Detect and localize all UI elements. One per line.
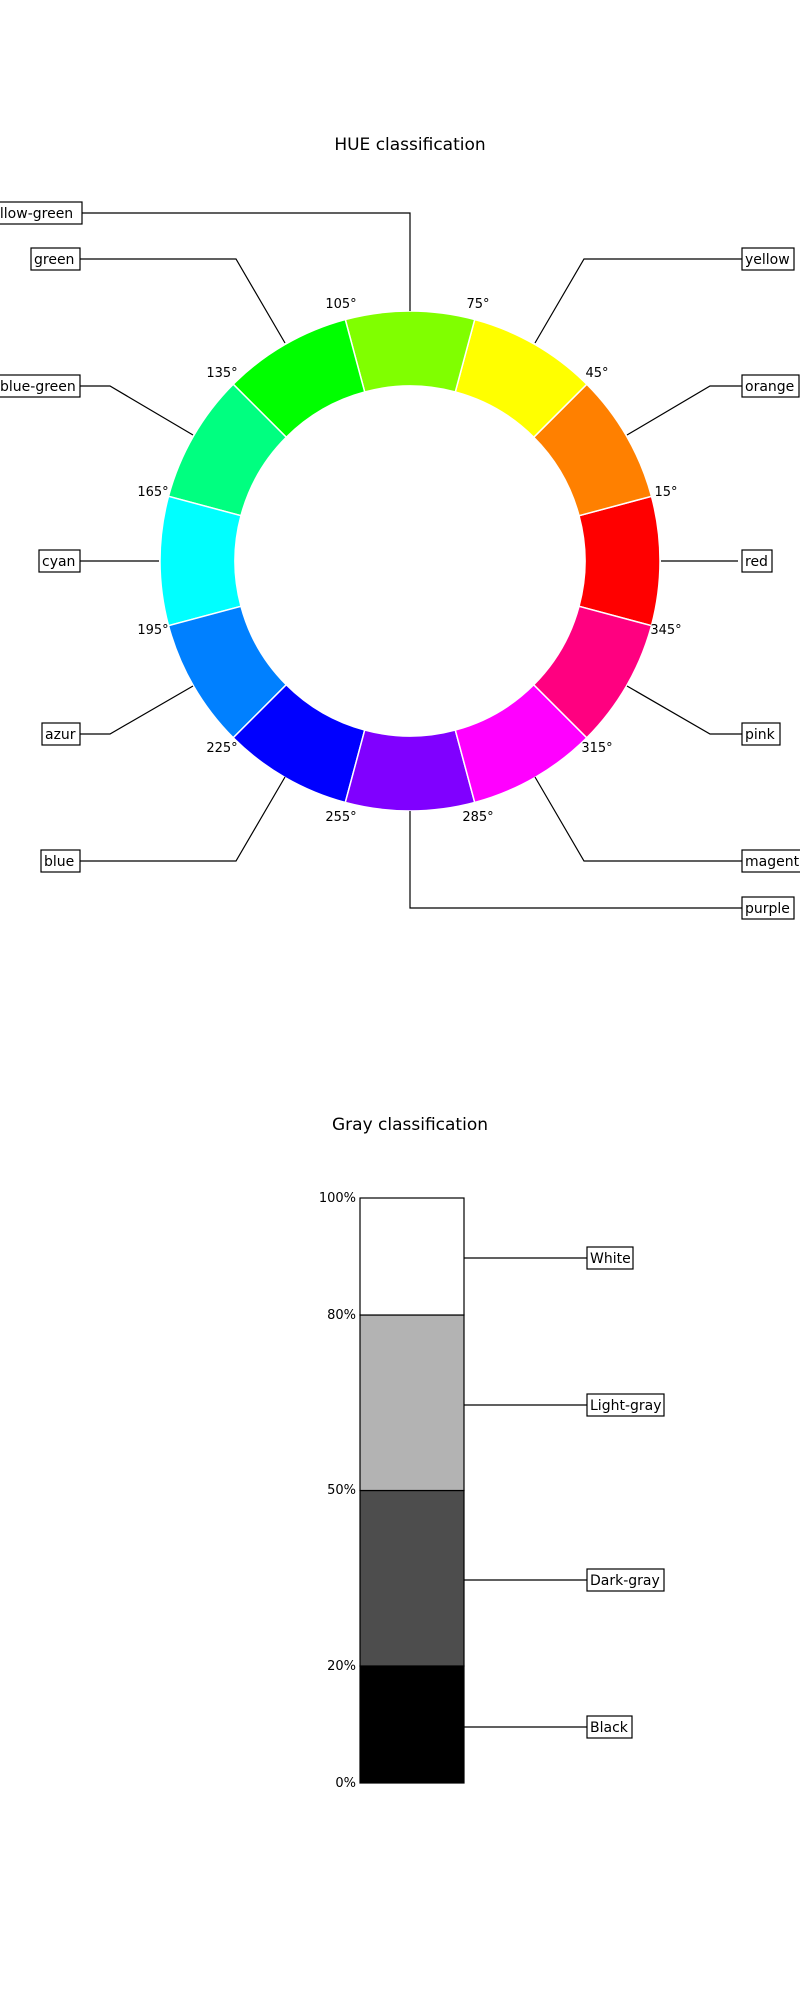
svg-text:orange: orange: [745, 379, 794, 395]
label-light-gray: Light-gray: [586, 1393, 665, 1417]
label-cyan: cyan: [38, 549, 81, 573]
hue-segment-yellow-green: [344, 310, 476, 393]
svg-text:red: red: [745, 554, 768, 570]
leader-blue: [80, 776, 286, 862]
label-yellow: yellow: [741, 247, 795, 271]
label-azur: azur: [41, 722, 81, 746]
svg-text:blue: blue: [44, 854, 74, 870]
leader-azur: [80, 685, 194, 735]
boundary-label: 195°: [137, 623, 168, 638]
svg-text:yellow-green: yellow-green: [0, 206, 73, 222]
boundary-label: 165°: [137, 485, 168, 500]
boundary-label: 255°: [325, 810, 356, 825]
hue-leader-lines: [80, 212, 742, 909]
hue-segment-purple: [344, 729, 476, 812]
gray-tick-label: 80%: [327, 1308, 356, 1323]
hue-segment-red: [578, 495, 661, 627]
label-yellow-green: yellow-green: [0, 201, 83, 225]
boundary-label: 345°: [650, 623, 681, 638]
svg-text:cyan: cyan: [42, 554, 75, 570]
gray-leader-lines: [464, 1257, 587, 1728]
gray-band-labels: Black Dark-gray Light-gray White: [586, 1246, 665, 1739]
svg-text:magenta: magenta: [745, 854, 800, 870]
label-pink: pink: [741, 722, 781, 746]
label-blue: blue: [40, 849, 81, 873]
leader-yellow: [534, 258, 742, 344]
label-red: red: [741, 549, 773, 573]
leader-orange: [626, 385, 742, 436]
hue-boundary-labels: 15° 45° 75° 105° 135° 165° 195° 225° 255…: [137, 297, 681, 825]
label-magenta: magenta: [741, 849, 800, 873]
gray-band-black: [359, 1665, 465, 1784]
gray-band-dark-gray: [359, 1489, 465, 1667]
gray-tick-label: 20%: [327, 1659, 356, 1674]
gray-tick-label: 0%: [335, 1776, 356, 1791]
leader-magenta: [534, 776, 742, 862]
hue-segment-pink: [532, 605, 653, 739]
hue-chart-title: HUE classification: [334, 135, 485, 155]
svg-text:purple: purple: [745, 901, 790, 917]
svg-text:yellow: yellow: [745, 252, 790, 268]
hue-name-labels: red orange yellow yellow-green green blu…: [0, 201, 800, 920]
hue-ring: [159, 310, 661, 812]
leader-yellow-green: [82, 212, 411, 311]
boundary-label: 75°: [466, 297, 489, 312]
boundary-label: 315°: [581, 741, 612, 756]
boundary-label: 225°: [206, 741, 237, 756]
label-green: green: [30, 247, 81, 271]
boundary-label: 15°: [654, 485, 677, 500]
svg-text:pink: pink: [745, 727, 776, 743]
gray-tick-label: 100%: [319, 1191, 356, 1206]
gray-tick-label: 50%: [327, 1483, 356, 1498]
svg-text:blue-green: blue-green: [0, 379, 76, 395]
gray-bar: [359, 1197, 465, 1784]
gray-chart-title: Gray classification: [332, 1115, 488, 1135]
svg-text:Dark-gray: Dark-gray: [590, 1573, 660, 1589]
label-dark-gray: Dark-gray: [586, 1568, 665, 1592]
svg-text:White: White: [590, 1251, 631, 1267]
hue-segment-cyan: [159, 495, 242, 627]
label-blue-green: blue-green: [0, 374, 81, 398]
leader-green: [80, 258, 286, 344]
svg-text:green: green: [34, 252, 74, 268]
boundary-label: 285°: [462, 810, 493, 825]
label-black: Black: [586, 1715, 633, 1739]
label-purple: purple: [741, 896, 795, 920]
boundary-label: 135°: [206, 366, 237, 381]
leader-blue-green: [80, 385, 194, 436]
hue-chart: HUE classification 15° 45° 75° 105° 135°…: [0, 135, 800, 920]
svg-text:azur: azur: [45, 727, 76, 743]
boundary-label: 45°: [585, 366, 608, 381]
gray-ticks: 0% 20% 50% 80% 100%: [319, 1191, 356, 1791]
leader-pink: [626, 685, 742, 735]
svg-text:Black: Black: [590, 1720, 629, 1736]
gray-chart: Gray classification 0% 20% 50% 80% 100% …: [319, 1115, 665, 1791]
label-orange: orange: [741, 374, 800, 398]
boundary-label: 105°: [325, 297, 356, 312]
gray-band-white: [359, 1197, 465, 1316]
label-white: White: [586, 1246, 634, 1270]
leader-purple: [409, 811, 742, 909]
svg-text:Light-gray: Light-gray: [590, 1398, 662, 1414]
gray-band-light-gray: [359, 1314, 465, 1492]
